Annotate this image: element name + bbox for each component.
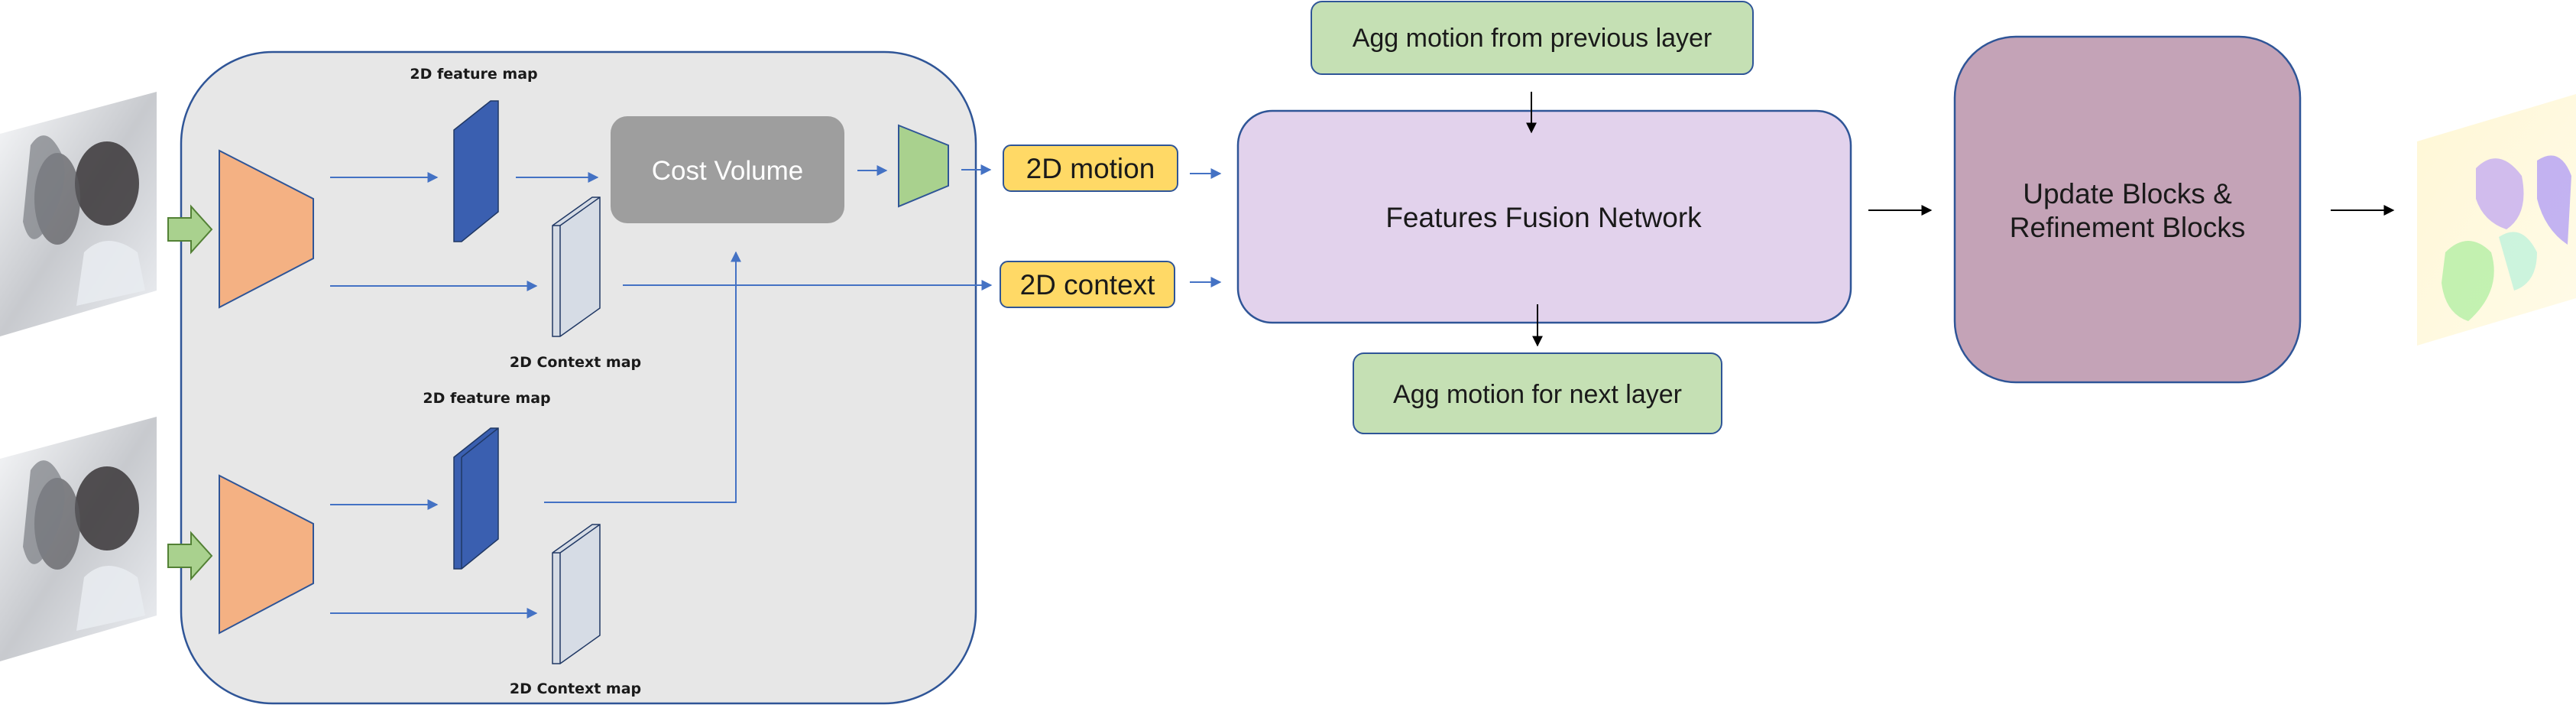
fusion-network-label: Features Fusion Network: [1385, 202, 1702, 233]
input-frame-2-image: [0, 398, 157, 665]
context-map-bottom-label: 2D Context map: [510, 680, 641, 697]
motion-encoder: [898, 124, 949, 208]
input-frame-1-image: [0, 73, 157, 340]
input-arrow-2: [167, 531, 213, 581]
feature-map-bottom-label: 2D feature map: [423, 390, 550, 407]
fusion-network-box: [1236, 109, 1852, 324]
context-map-top-label: 2D Context map: [510, 354, 641, 371]
feature-encoder-2: [219, 474, 314, 635]
cost-volume-label: Cost Volume: [652, 156, 803, 186]
motion-tag-box: [1003, 145, 1178, 192]
feature-map-top: [453, 100, 499, 242]
agg-prev-box: [1311, 1, 1754, 75]
context-tag-label: 2D context: [1020, 269, 1156, 300]
context-tag-box: [1000, 261, 1175, 308]
agg-next-label: Agg motion for next layer: [1393, 380, 1682, 409]
agg-prev-label: Agg motion from previous layer: [1353, 24, 1712, 53]
feature-encoder-1: [219, 149, 314, 309]
context-map-bottom: [552, 524, 601, 664]
feature-map-bottom: [453, 427, 499, 570]
update-blocks-label-line2: Refinement Blocks: [2010, 212, 2245, 243]
update-blocks-label-line1: Update Blocks &: [2023, 178, 2232, 209]
feature-map-top-label: 2D feature map: [410, 66, 537, 83]
update-blocks-box: [1953, 35, 2302, 384]
context-map-top: [552, 196, 601, 337]
agg-next-box: [1353, 352, 1722, 434]
motion-tag-label: 2D motion: [1026, 153, 1155, 184]
arrow-feature2-to-cost: [544, 251, 741, 503]
output-flow-image: [2417, 94, 2576, 346]
input-arrow-1: [167, 204, 213, 255]
cost-volume-box: [611, 116, 844, 223]
